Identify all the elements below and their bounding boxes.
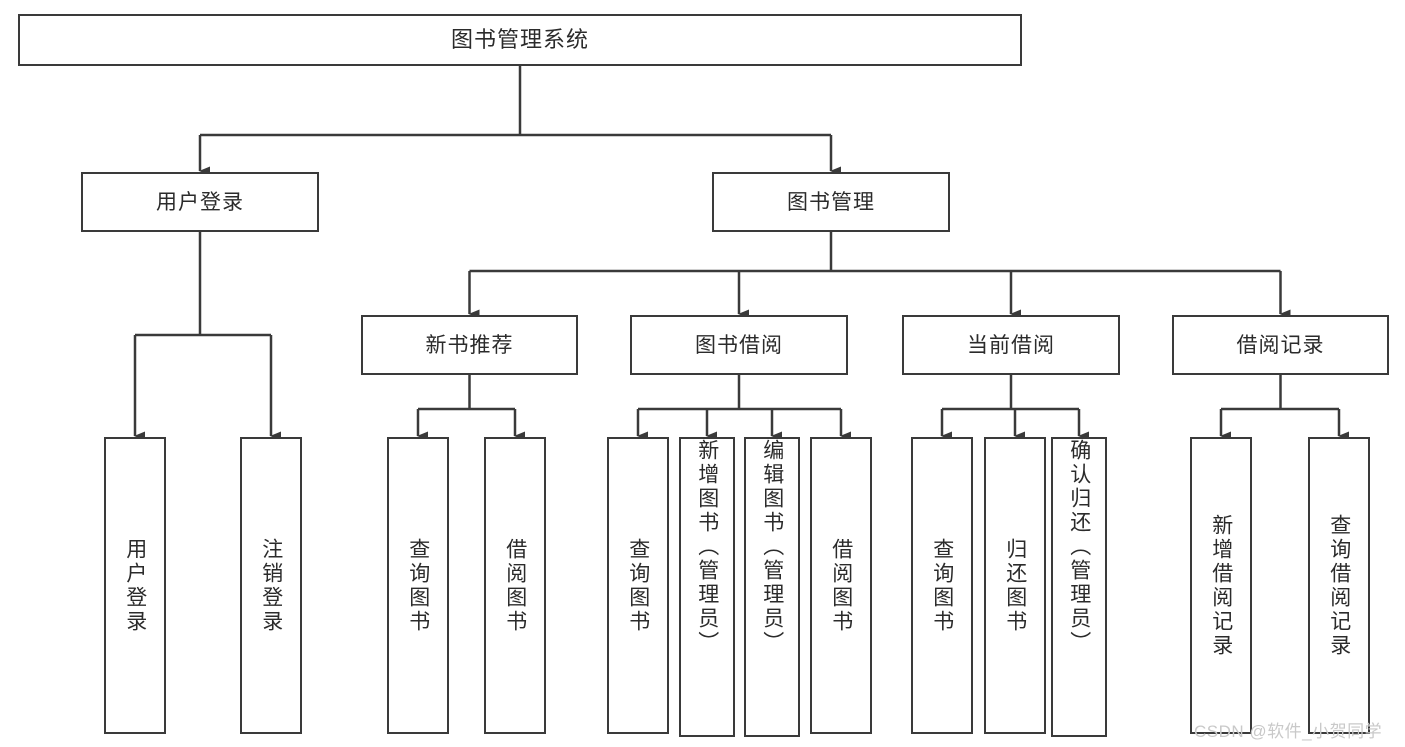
node-leaf-query-book-2[interactable]: 查询图书: [607, 437, 669, 734]
node-label: 新增借阅记录: [1209, 513, 1233, 658]
node-label: 查询借阅记录: [1327, 513, 1351, 658]
node-book-manage[interactable]: 图书管理: [712, 172, 950, 232]
node-borrow-record[interactable]: 借阅记录: [1172, 315, 1389, 375]
node-label: 注销登录: [259, 537, 283, 634]
node-label: 图书管理: [787, 190, 875, 214]
node-leaf-borrow-book-2[interactable]: 借阅图书: [810, 437, 872, 734]
csdn-watermark: CSDN @软件_小贺同学: [1194, 722, 1383, 741]
node-label: 新增图书（管理员）: [695, 439, 719, 655]
node-leaf-query-borrow-record[interactable]: 查询借阅记录: [1308, 437, 1370, 734]
node-label: 查询图书: [406, 537, 430, 634]
node-label: 确认归还（管理员）: [1067, 439, 1091, 655]
node-book-borrow[interactable]: 图书借阅: [630, 315, 848, 375]
node-label: 借阅图书: [829, 537, 853, 634]
node-leaf-add-borrow-record[interactable]: 新增借阅记录: [1190, 437, 1252, 734]
node-label: 当前借阅: [967, 333, 1055, 357]
node-new-book-recommend[interactable]: 新书推荐: [361, 315, 578, 375]
node-label: 借阅记录: [1236, 333, 1325, 357]
node-leaf-logout[interactable]: 注销登录: [240, 437, 302, 734]
node-root[interactable]: 图书管理系统: [18, 14, 1022, 66]
node-label: 编辑图书（管理员）: [760, 439, 784, 655]
node-leaf-add-book[interactable]: 新增图书（管理员）: [679, 437, 735, 737]
node-label: 查询图书: [626, 537, 650, 634]
node-leaf-return-book[interactable]: 归还图书: [984, 437, 1046, 734]
node-user-login[interactable]: 用户登录: [81, 172, 319, 232]
node-label: 归还图书: [1003, 537, 1027, 634]
node-leaf-user-login[interactable]: 用户登录: [104, 437, 166, 734]
node-label: 图书借阅: [695, 333, 783, 357]
node-leaf-query-book-1[interactable]: 查询图书: [387, 437, 449, 734]
node-label: 新书推荐: [425, 333, 514, 357]
node-label: 借阅图书: [503, 537, 527, 634]
node-leaf-confirm-return[interactable]: 确认归还（管理员）: [1051, 437, 1107, 737]
node-label: 查询图书: [930, 537, 954, 634]
node-leaf-borrow-book-1[interactable]: 借阅图书: [484, 437, 546, 734]
node-current-borrow[interactable]: 当前借阅: [902, 315, 1120, 375]
node-leaf-edit-book[interactable]: 编辑图书（管理员）: [744, 437, 800, 737]
node-label: 用户登录: [123, 537, 147, 634]
node-leaf-query-book-3[interactable]: 查询图书: [911, 437, 973, 734]
node-label: 图书管理系统: [450, 27, 589, 52]
node-label: 用户登录: [156, 190, 244, 214]
